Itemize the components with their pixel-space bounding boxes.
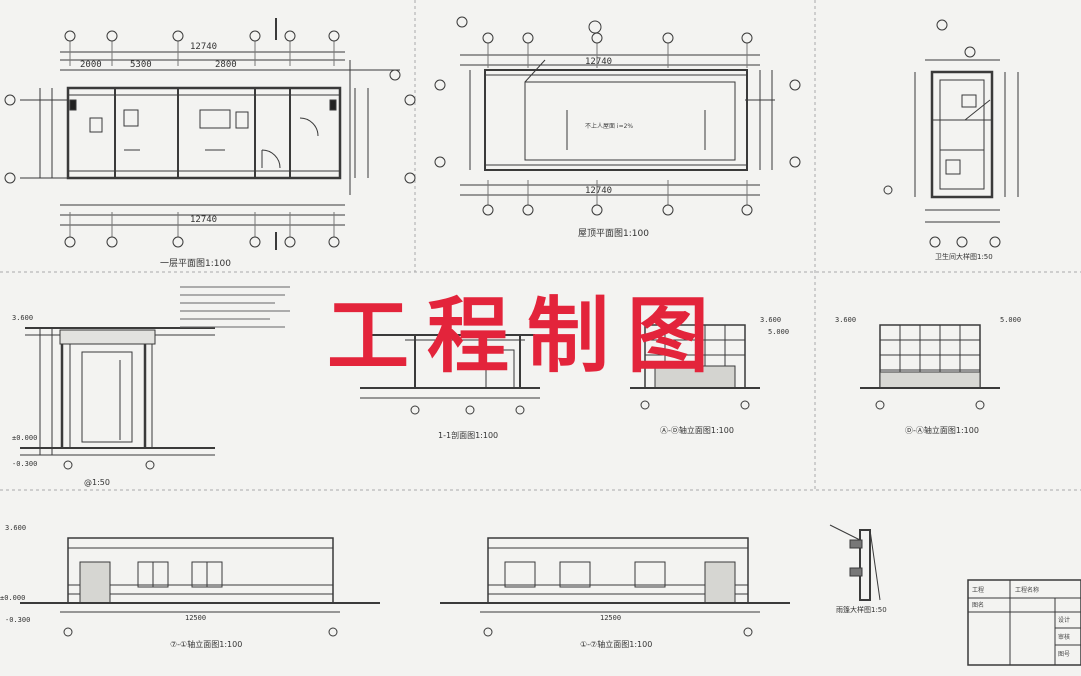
toilet-title: 卫生间大样图1:50: [935, 252, 993, 261]
tb-cell-0: 工程: [972, 586, 984, 594]
plan-dim-a: 2000: [80, 60, 102, 70]
elev71-level-outside: -0.300: [5, 616, 30, 624]
plan-dim-b: 5300: [130, 60, 152, 70]
axis-bubble: [328, 236, 340, 248]
tb-cell-2: 图名: [972, 601, 984, 609]
axis-bubble: [482, 204, 494, 216]
title-banner: 工程制图: [326, 288, 727, 384]
section-title: 1-1剖面图1:100: [438, 430, 498, 440]
wall-title: @1:50: [84, 478, 110, 487]
axis-bubble: [662, 204, 674, 216]
axis-bubble: [482, 32, 494, 44]
axis-bubble: [328, 30, 340, 42]
elevation-7-1: [20, 537, 380, 637]
axis-bubble: [522, 32, 534, 44]
toilet-detail: [883, 19, 1019, 248]
roof-plan: [434, 16, 801, 216]
axis-bubble: [106, 236, 118, 248]
wall-level-ground: ±0.000: [12, 434, 37, 442]
wall-level-roof: 3.600: [12, 314, 33, 322]
axis-bubble: [172, 236, 184, 248]
elevDA-level-roof2: 5.000: [1000, 316, 1021, 324]
plan-dim-total-bottom: 12740: [190, 215, 217, 225]
roof-grid-bot: [482, 180, 753, 216]
elevAD-level-roof: 3.600: [760, 316, 781, 324]
elev71-dim: 12500: [185, 614, 206, 622]
elevation-1-7: [440, 537, 790, 637]
elev71-level-ground: ±0.000: [0, 594, 25, 602]
elev17-title: ①-⑦轴立面图1:100: [580, 639, 652, 649]
plan-title: 一层平面图1:100: [160, 258, 231, 269]
elevation-d-a: [860, 324, 1000, 410]
wall-notes: [180, 286, 290, 328]
tb-cell-5: 图号: [1058, 651, 1070, 658]
canopy-detail: [829, 524, 881, 601]
axis-bubble: [591, 204, 603, 216]
axis-bubble: [64, 30, 76, 42]
elev71-title: ⑦-①轴立面图1:100: [170, 639, 242, 649]
plan-dim-c: 2800: [215, 60, 237, 70]
axis-bubble: [64, 236, 76, 248]
title-block: [967, 579, 1081, 666]
floor-plan: [4, 18, 416, 250]
elevation-a-d: [630, 324, 760, 410]
axis-bubble: [249, 30, 261, 42]
wall-level-outside: -0.300: [12, 460, 37, 468]
axis-bubble: [106, 30, 118, 42]
plan-grid-top: [64, 30, 340, 66]
axis-bubble: [284, 236, 296, 248]
roof-note: 不上人屋面 i=2%: [585, 122, 633, 130]
elev17-dim: 12500: [600, 614, 621, 622]
axis-bubble: [741, 204, 753, 216]
axis-bubble: [284, 30, 296, 42]
roof-dim-total: 12740: [585, 57, 612, 67]
wall-section: [20, 327, 215, 470]
tb-cell-4: 审核: [1058, 633, 1070, 641]
plan-dim-total: 12740: [190, 42, 217, 52]
plan-grid-bot: [64, 212, 340, 248]
roof-grid-top: [482, 32, 753, 68]
section-1-1: [360, 334, 540, 415]
axis-bubble: [741, 32, 753, 44]
tb-cell-3: 设计: [1058, 616, 1070, 624]
axis-bubble: [662, 32, 674, 44]
roof-dim-total-bottom: 12740: [585, 186, 612, 196]
sheet-dividers: [0, 0, 1081, 491]
axis-bubble: [591, 32, 603, 44]
axis-bubble: [249, 236, 261, 248]
axis-bubble: [522, 204, 534, 216]
elevAD-level-roof2: 5.000: [768, 328, 789, 336]
tb-cell-1: 工程名称: [1015, 586, 1039, 594]
canopy-title: 雨篷大样图1:50: [836, 605, 887, 614]
elevDA-title: Ⓓ-Ⓐ轴立面图1:100: [905, 425, 979, 435]
axis-bubble: [172, 30, 184, 42]
elevAD-title: Ⓐ-Ⓓ轴立面图1:100: [660, 425, 734, 435]
roof-title: 屋顶平面图1:100: [578, 228, 649, 239]
elevDA-level-roof: 3.600: [835, 316, 856, 324]
elev71-level-roof: 3.600: [5, 524, 26, 532]
